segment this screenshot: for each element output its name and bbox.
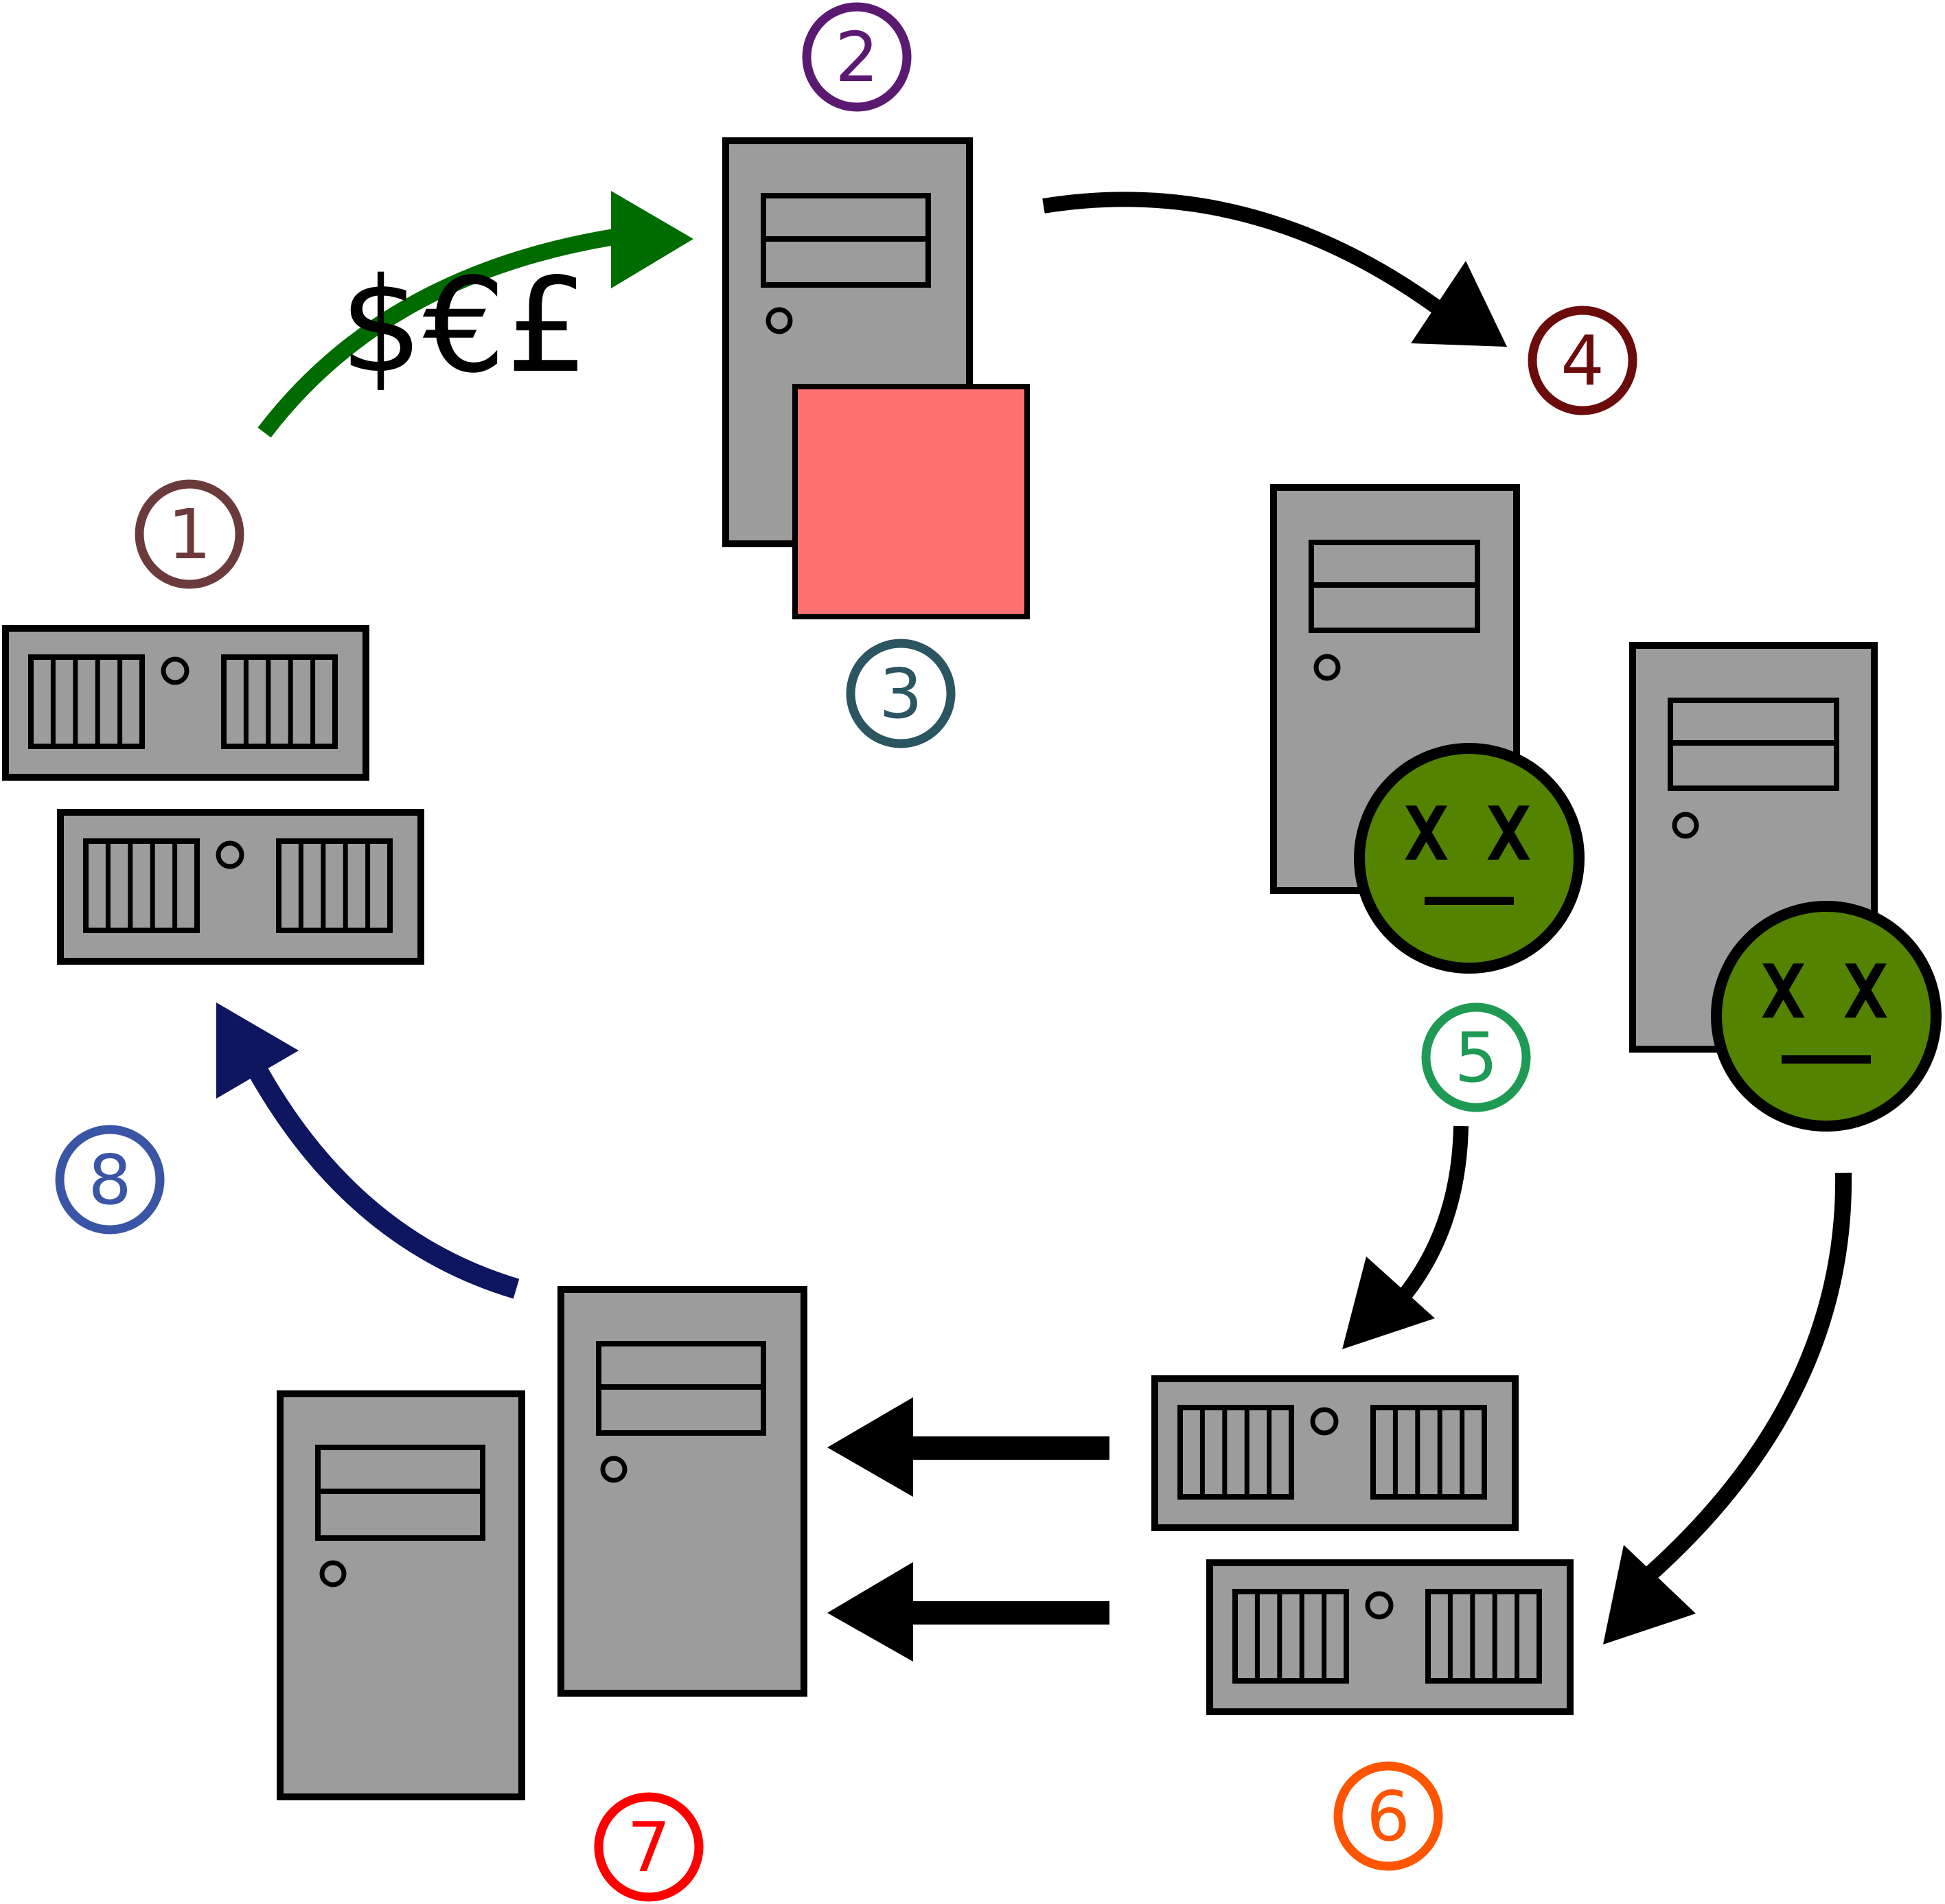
tower-server-icon: [1270, 484, 1520, 894]
step-number-label: 5: [1454, 1018, 1498, 1098]
currency-label: $€£: [340, 250, 589, 402]
svg-text:X: X: [1761, 950, 1806, 1035]
rack-server-icon: [57, 809, 424, 965]
infection-arrow-small: [1342, 1125, 1469, 1349]
step-number-label: 4: [1561, 321, 1604, 401]
step-number-2: 2: [802, 2, 912, 112]
malware-box-icon: [792, 384, 1030, 619]
rack-server-icon: [1206, 1559, 1574, 1715]
step-number-8: 8: [55, 1125, 165, 1235]
step-number-7: 7: [594, 1792, 704, 1902]
tower-server-icon: [277, 1390, 525, 1800]
step-number-label: 8: [88, 1140, 132, 1220]
step-number-6: 6: [1333, 1761, 1443, 1871]
step-number-label: 7: [627, 1807, 671, 1888]
dead-face-icon: X X: [1354, 743, 1585, 974]
dead-face-icon: X X: [1711, 901, 1942, 1132]
payment-arrow: [257, 191, 693, 438]
step-number-1: 1: [135, 479, 244, 589]
step-number-5: 5: [1421, 1002, 1531, 1112]
step-number-label: 6: [1366, 1776, 1410, 1857]
rack-server-icon: [2, 625, 369, 781]
transfer-arrow-bottom: [827, 1562, 1109, 1662]
svg-text:X: X: [1404, 792, 1449, 878]
step-number-label: 3: [879, 654, 923, 734]
tower-server-icon: [722, 137, 973, 547]
step-number-3: 3: [846, 639, 956, 748]
svg-text:X: X: [1843, 950, 1888, 1035]
svg-text:X: X: [1486, 792, 1531, 878]
infection-arrow-top: [1042, 192, 1507, 347]
step-number-label: 2: [835, 17, 879, 98]
infection-arrow-large: [1603, 1172, 1852, 1644]
step-number-label: 1: [168, 494, 211, 575]
transfer-arrow-top: [827, 1397, 1109, 1497]
tower-server-icon: [557, 1286, 807, 1697]
rack-server-icon: [1151, 1375, 1519, 1531]
step-number-4: 4: [1528, 306, 1637, 415]
return-arrow: [216, 1002, 520, 1299]
